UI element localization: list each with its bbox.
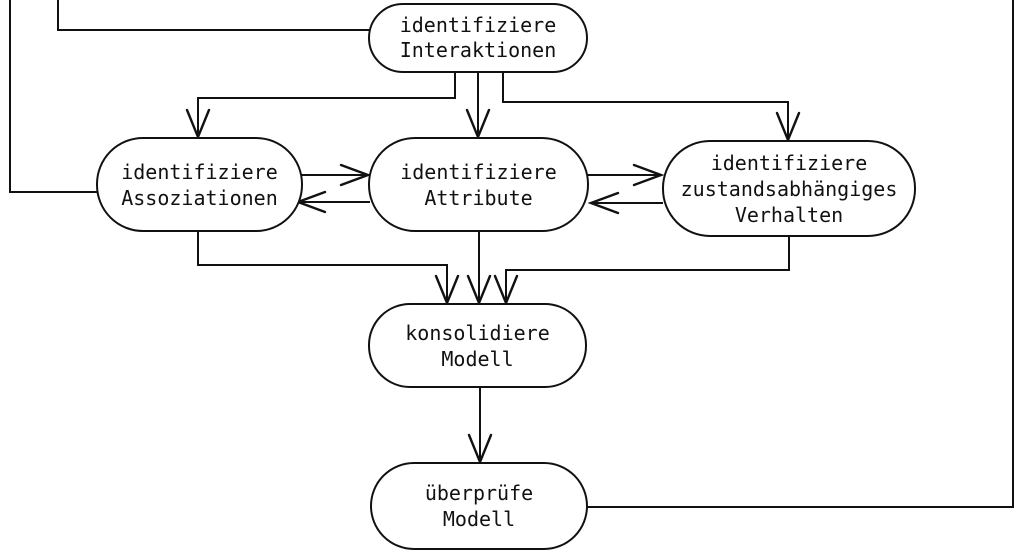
node-identifiziere-interaktionen: identifiziere Interaktionen <box>368 3 588 73</box>
node-label-line: identifiziere <box>121 159 278 184</box>
edge-verhalten-to-attribute <box>587 191 663 215</box>
node-label-line: Verhalten <box>734 202 844 227</box>
edge-assoziationen-to-attribute <box>300 163 372 187</box>
node-label-line: Attribute <box>424 185 533 210</box>
node-label-line: identifiziere <box>710 150 868 175</box>
edge-feedback-to-assoziationen <box>9 0 99 193</box>
edge-feedback-to-interaktionen <box>57 0 371 31</box>
node-label-line: Modell <box>442 507 516 531</box>
edge-ueberpruefe-feedback-loop-right <box>585 0 1014 508</box>
node-identifiziere-zustandsabhaengiges-verhalten: identifiziere zustandsabhängiges Verhalt… <box>662 140 916 237</box>
node-label-line: konsolidiere <box>405 320 550 345</box>
node-label-line: Interaktionen <box>399 38 557 62</box>
edge-interaktionen-to-attribute <box>465 72 491 141</box>
edge-interaktionen-to-assoziationen <box>185 72 456 141</box>
edge-konsolidiere-to-ueberpruefe <box>467 388 493 466</box>
edge-interaktionen-to-verhalten <box>502 72 801 144</box>
node-label-line: identifiziere <box>399 13 557 37</box>
edge-attribute-to-konsolidiere <box>466 232 492 307</box>
edge-attribute-to-verhalten <box>587 163 665 187</box>
edge-attribute-to-assoziationen <box>294 190 370 214</box>
node-label-line: Modell <box>441 346 514 371</box>
node-label-line: Assoziationen <box>121 185 278 210</box>
node-identifiziere-assoziationen: identifiziere Assoziationen <box>96 137 303 232</box>
edge-assoziationen-to-konsolidiere <box>197 231 460 307</box>
node-ueberpruefe-modell: überprüfe Modell <box>370 462 588 550</box>
edge-verhalten-to-konsolidiere <box>493 236 790 307</box>
node-label-line: zustandsabhängiges <box>680 176 898 201</box>
node-label-line: überprüfe <box>424 481 534 505</box>
node-identifiziere-attribute: identifiziere Attribute <box>368 137 589 232</box>
node-label-line: identifiziere <box>400 159 557 184</box>
node-konsolidiere-modell: konsolidiere Modell <box>368 303 587 388</box>
